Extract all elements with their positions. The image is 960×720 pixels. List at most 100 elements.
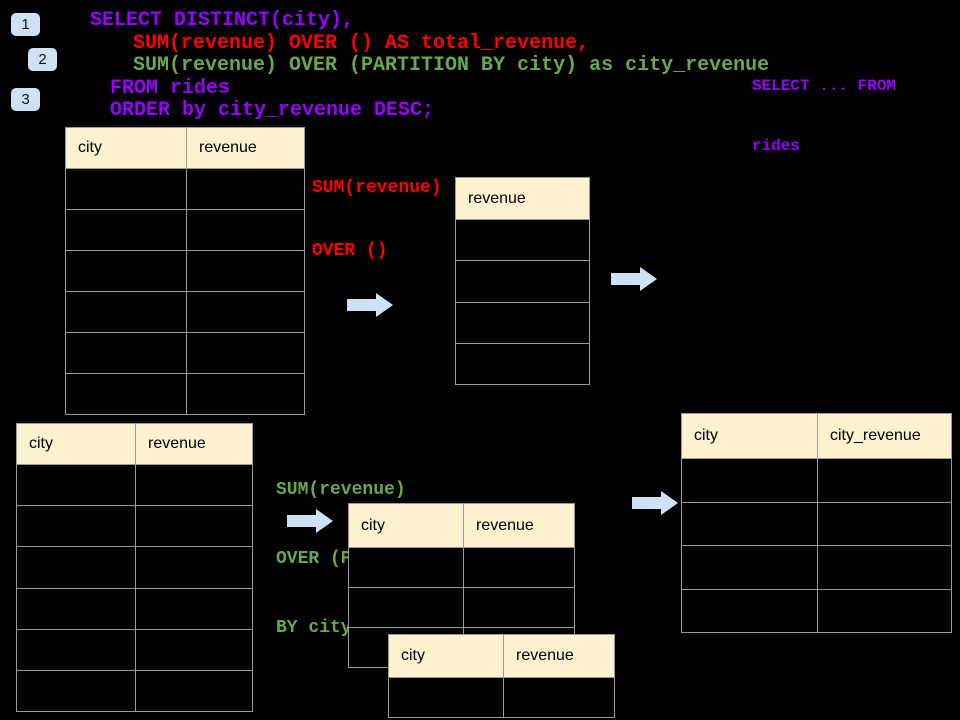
column-header-revenue: revenue — [476, 516, 534, 534]
table-header-row: city revenue — [389, 635, 614, 678]
table-cell-empty — [456, 220, 589, 260]
arrow-right-icon — [611, 267, 657, 291]
table-row — [456, 261, 589, 303]
table-row — [17, 547, 252, 589]
table-row — [17, 588, 252, 630]
table-cell-empty — [818, 503, 951, 546]
table-cell-empty — [682, 502, 818, 545]
table-cell-empty — [349, 548, 464, 587]
arrow-right-icon — [287, 509, 333, 533]
table-row — [682, 459, 951, 503]
table-rides-top: city revenue — [65, 127, 305, 415]
table-cell-empty — [187, 251, 304, 291]
sql-line-select-distinct: SELECT DISTINCT(city), — [90, 9, 355, 32]
table-cell-empty — [504, 678, 614, 717]
table-cell-empty — [17, 588, 136, 629]
annotation-partition-line-1: SUM(revenue) — [276, 480, 406, 500]
arrow-right-icon — [347, 293, 393, 317]
table-row — [456, 344, 589, 384]
table-row — [17, 629, 252, 671]
table-cell-empty — [66, 333, 187, 373]
table-header-row: city city_revenue — [682, 414, 951, 459]
table-cell-empty — [464, 588, 574, 627]
table-header-row: revenue — [456, 178, 589, 220]
table-cell-empty — [136, 547, 252, 587]
table-cell-empty — [17, 465, 136, 506]
table-cell-empty — [187, 169, 304, 209]
column-header-revenue: revenue — [148, 435, 206, 452]
table-partition-step-overlay: city revenue — [388, 634, 615, 718]
table-row — [66, 169, 304, 210]
table-cell-empty — [389, 678, 504, 717]
sql-line-from: FROM rides — [110, 77, 231, 100]
table-row — [66, 251, 304, 292]
table-cell-empty — [464, 548, 574, 587]
table-cell-empty — [136, 465, 252, 505]
corner-note-line-1: SELECT ... FROM — [752, 77, 897, 95]
table-cell-empty — [818, 546, 951, 589]
table-header-row: city revenue — [66, 128, 304, 169]
table-rides-bottom: city revenue — [16, 423, 253, 712]
table-cell-empty — [136, 506, 252, 546]
table-cell-empty — [187, 292, 304, 332]
table-cell-empty — [136, 630, 252, 670]
table-cell-empty — [17, 670, 136, 712]
table-cell-empty — [66, 292, 187, 332]
step-badge-3: 3 — [11, 88, 40, 111]
table-cell-empty — [136, 589, 252, 629]
table-row — [17, 670, 252, 712]
table-row — [66, 333, 304, 374]
table-cell-empty — [17, 547, 136, 588]
column-header-revenue: revenue — [516, 647, 574, 664]
column-header-city: city — [17, 424, 136, 464]
table-cell-empty — [66, 251, 187, 291]
table-cell-empty — [17, 506, 136, 547]
table-cell-empty — [187, 210, 304, 250]
table-row — [682, 546, 951, 590]
table-row — [17, 465, 252, 507]
table-city-revenue-result: city city_revenue — [681, 413, 952, 633]
table-cell-empty — [456, 261, 589, 301]
table-cell-empty — [66, 374, 187, 414]
column-header-revenue: revenue — [199, 139, 257, 156]
step-badge-2: 2 — [28, 48, 57, 71]
table-row — [66, 374, 304, 414]
corner-note-select-from: SELECT ... FROM rides — [752, 36, 896, 196]
column-header-city: city — [349, 504, 464, 547]
table-cell-empty — [456, 303, 589, 343]
table-cell-empty — [682, 546, 818, 589]
table-row — [456, 220, 589, 262]
table-header-row: city revenue — [349, 504, 574, 548]
table-cell-empty — [456, 344, 589, 384]
table-header-row: city revenue — [17, 424, 252, 465]
table-row — [682, 589, 951, 632]
table-cell-empty — [682, 459, 818, 502]
table-cell-empty — [187, 374, 304, 414]
table-cell-empty — [187, 333, 304, 373]
table-row — [17, 506, 252, 548]
column-header-city: city — [66, 128, 187, 168]
table-cell-empty — [349, 588, 464, 627]
step-badge-1: 1 — [11, 13, 40, 36]
table-total-revenue: revenue — [455, 177, 590, 385]
table-row — [66, 292, 304, 333]
table-row — [456, 303, 589, 344]
table-row — [349, 548, 574, 588]
arrow-right-icon — [632, 491, 678, 515]
sql-line-city-revenue: SUM(revenue) OVER (PARTITION BY city) as… — [133, 54, 770, 77]
annotation-total-line-2: OVER () — [312, 241, 388, 261]
table-row — [389, 678, 614, 717]
column-header-revenue: revenue — [468, 189, 526, 207]
sql-line-total-revenue: SUM(revenue) OVER () AS total_revenue, — [133, 32, 590, 55]
sql-line-order-by: ORDER by city_revenue DESC; — [110, 99, 435, 122]
annotation-sum-over-empty: SUM(revenue) OVER () — [312, 136, 442, 304]
column-header-city: city — [682, 414, 818, 458]
column-header-city-revenue: city_revenue — [830, 427, 921, 444]
table-row — [349, 588, 574, 628]
table-cell-empty — [818, 459, 951, 502]
table-row — [682, 502, 951, 546]
table-row — [66, 210, 304, 251]
table-cell-empty — [136, 671, 252, 711]
table-cell-empty — [682, 589, 818, 632]
